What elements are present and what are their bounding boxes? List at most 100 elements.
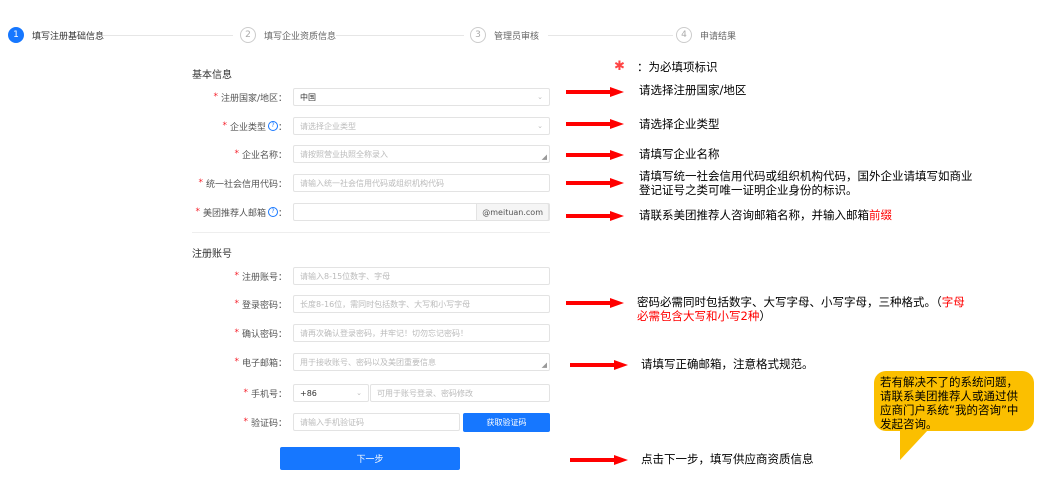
confirm-password-input[interactable]: 请再次确认登录密码，并牢记！切勿忘记密码！ xyxy=(293,324,550,342)
confirm-password-placeholder: 请再次确认登录密码，并牢记！切勿忘记密码！ xyxy=(300,328,468,338)
step-number: 4 xyxy=(676,27,692,43)
annotation-referrer-email: 请联系美团推荐人咨询邮箱名称，并输入邮箱前缀 xyxy=(639,208,892,222)
label-colon: ： xyxy=(277,122,287,133)
chevron-down-icon: ⌄ xyxy=(537,122,543,130)
step-label: 填写注册基础信息 xyxy=(32,31,105,42)
email-domain-suffix: @meituan.com xyxy=(476,203,549,221)
arrow-right-icon xyxy=(570,360,628,370)
section-title-account: 注册账号 xyxy=(192,249,232,260)
next-step-button[interactable]: 下一步 xyxy=(280,447,460,470)
company-name-textarea[interactable]: 请按照营业执照全称录入 ◢ xyxy=(293,145,550,163)
required-mark: * xyxy=(195,207,200,217)
step-label: 填写企业资质信息 xyxy=(264,31,337,42)
verify-code-input[interactable]: 请输入手机验证码 xyxy=(293,413,460,431)
annotation-next-step: 点击下一步，填写供应商资质信息 xyxy=(641,452,814,466)
annotation-country: 请选择注册国家/地区 xyxy=(639,83,747,97)
country-select[interactable]: 中国 ⌄ xyxy=(293,88,550,106)
bubble-tail xyxy=(900,430,928,460)
help-icon[interactable]: ? xyxy=(267,207,278,217)
required-mark: * xyxy=(213,92,218,102)
step-connector xyxy=(103,35,233,36)
annotation-highlight: 必需包含大写和小写2种 xyxy=(637,309,760,323)
resize-handle-icon[interactable]: ◢ xyxy=(541,153,547,161)
annotation-password: 密码必需同时包括数字、大写字母、小写字母，三种格式。（字母 必需包含大写和小写2… xyxy=(637,295,965,323)
arrow-right-icon xyxy=(566,211,624,221)
required-legend-star: ✱ xyxy=(614,59,625,74)
account-placeholder: 请输入8-15位数字、字母 xyxy=(300,271,391,281)
password-placeholder: 长度8-16位，需同时包括数字、大写和小写字母 xyxy=(300,299,471,309)
step-label: 管理员审核 xyxy=(494,31,540,42)
resize-handle-icon[interactable]: ◢ xyxy=(541,361,547,369)
required-mark: * xyxy=(234,299,239,309)
country-value: 中国 xyxy=(300,92,316,102)
label-text: 统一社会信用代码： xyxy=(205,179,287,190)
arrow-right-icon xyxy=(566,87,624,97)
required-mark: * xyxy=(234,149,239,159)
arrow-right-icon xyxy=(570,455,628,465)
company-type-label: * 企业类型 ? ： xyxy=(222,117,287,135)
account-input[interactable]: 请输入8-15位数字、字母 xyxy=(293,267,550,285)
required-mark: * xyxy=(234,271,239,281)
required-mark: * xyxy=(243,417,248,427)
credit-code-placeholder: 请输入统一社会信用代码或组织机构代码 xyxy=(300,178,444,188)
step-4: 4 申请结果 xyxy=(676,27,736,43)
required-mark: * xyxy=(222,121,227,131)
annotation-text: ） xyxy=(759,309,771,323)
email-placeholder: 用于接收账号、密码以及美团重要信息 xyxy=(300,357,436,367)
annotation-line: 请填写统一社会信用代码或组织机构代码，国外企业请填写如商业 xyxy=(639,169,973,183)
password-label: * 登录密码： xyxy=(234,295,287,313)
arrow-right-icon xyxy=(566,178,624,188)
annotation-company-name: 请填写企业名称 xyxy=(639,147,720,161)
required-mark: * xyxy=(234,357,239,367)
email-label: * 电子邮箱： xyxy=(234,353,287,371)
phone-code-value: +86 xyxy=(300,388,317,398)
company-name-placeholder: 请按照营业执照全称录入 xyxy=(300,149,388,159)
step-1: 1 填写注册基础信息 xyxy=(8,27,104,43)
account-label: * 注册账号： xyxy=(234,267,287,285)
annotation-highlight: 前缀 xyxy=(869,208,892,222)
annotation-email: 请填写正确邮箱，注意格式规范。 xyxy=(641,357,814,371)
email-textarea[interactable]: 用于接收账号、密码以及美团重要信息 ◢ xyxy=(293,353,550,371)
annotation-line: 登记证号之类可唯一证明企业身份的标识。 xyxy=(639,183,858,197)
company-type-select[interactable]: 请选择企业类型 ⌄ xyxy=(293,117,550,135)
arrow-right-icon xyxy=(566,119,624,129)
help-icon[interactable]: ? xyxy=(267,121,278,131)
annotation-company-type: 请选择企业类型 xyxy=(639,117,720,131)
annotation-text: 密码必需同时包括数字、大写字母、小写字母，三种格式。（ xyxy=(637,295,942,309)
arrow-right-icon xyxy=(566,150,624,160)
label-colon: ： xyxy=(277,208,287,219)
confirm-password-label: * 确认密码： xyxy=(234,324,287,342)
label-text: 美团推荐人邮箱 xyxy=(202,208,266,219)
section-title-basic: 基本信息 xyxy=(192,70,232,81)
annotation-highlight: 字母 xyxy=(941,295,965,309)
step-label: 申请结果 xyxy=(700,31,737,42)
phone-placeholder: 可用于账号登录、密码修改 xyxy=(377,388,473,398)
required-mark: * xyxy=(198,178,203,188)
label-text: 登录密码： xyxy=(241,300,287,311)
step-number: 3 xyxy=(470,27,486,43)
section-divider xyxy=(192,232,550,233)
label-text: 注册账号： xyxy=(241,272,287,283)
step-number: 2 xyxy=(240,27,256,43)
label-text: 企业类型 xyxy=(229,122,266,133)
get-verify-code-button[interactable]: 获取验证码 xyxy=(463,413,550,432)
company-name-label: * 企业名称： xyxy=(234,145,287,163)
credit-code-input[interactable]: 请输入统一社会信用代码或组织机构代码 xyxy=(293,174,550,192)
step-3: 3 管理员审核 xyxy=(470,27,539,43)
step-connector xyxy=(548,35,673,36)
label-text: 验证码： xyxy=(250,418,287,429)
phone-input[interactable]: 可用于账号登录、密码修改 xyxy=(370,384,550,402)
referrer-email-input[interactable]: @meituan.com xyxy=(293,203,550,221)
step-2: 2 填写企业资质信息 xyxy=(240,27,336,43)
chevron-down-icon: ⌄ xyxy=(356,389,362,397)
label-text: 电子邮箱： xyxy=(241,358,287,369)
annotation-credit-code: 请填写统一社会信用代码或组织机构代码，国外企业请填写如商业 登记证号之类可唯一证… xyxy=(639,169,973,197)
password-input[interactable]: 长度8-16位，需同时包括数字、大写和小写字母 xyxy=(293,295,550,313)
annotation-text: 请联系美团推荐人咨询邮箱名称，并输入邮箱 xyxy=(639,208,869,222)
phone-country-code-select[interactable]: +86 ⌄ xyxy=(293,384,369,402)
verify-code-placeholder: 请输入手机验证码 xyxy=(300,417,364,427)
registration-steps: 1 填写注册基础信息 2 填写企业资质信息 3 管理员审核 4 申请结果 xyxy=(8,27,768,47)
verify-code-label: * 验证码： xyxy=(243,413,287,431)
chevron-down-icon: ⌄ xyxy=(537,93,543,101)
phone-label: * 手机号： xyxy=(243,384,287,402)
